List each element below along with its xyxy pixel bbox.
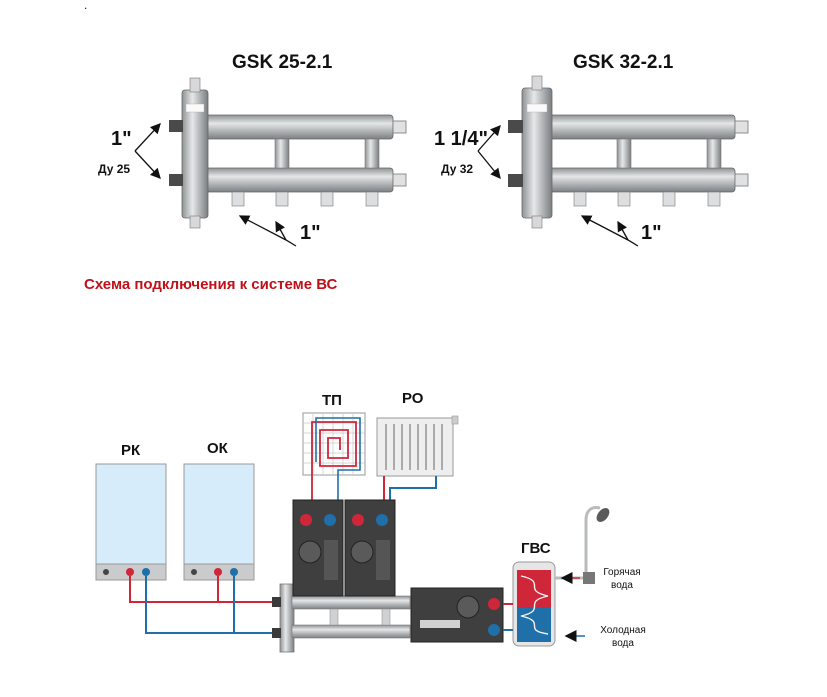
manifold-left-side-size: 1" (111, 128, 132, 150)
label-ok: ОК (207, 440, 228, 457)
manifold-right-title: GSK 32-2.1 (573, 52, 674, 73)
label-tp: ТП (322, 392, 342, 409)
hot-water-label: Горячая вода (603, 567, 641, 591)
label-gvs: ГВС (521, 540, 551, 557)
dot-mark: . (84, 0, 88, 12)
cold-water-label: Холодная вода (600, 625, 646, 649)
manifold-left-bottom-size: 1" (300, 222, 321, 244)
label-rk: РК (121, 442, 141, 459)
manifold-right-side-size: 1 1/4" (434, 128, 488, 150)
manifold-gsk32 (477, 75, 749, 247)
manifold-left-side-dn: Ду 25 (98, 162, 131, 176)
heating-scheme (95, 412, 610, 653)
manifold-right-bottom-size: 1" (641, 222, 662, 244)
manifold-gsk25 (134, 77, 407, 247)
scheme-caption: Схема подключения к системе ВС (84, 276, 338, 293)
label-ro: РО (402, 390, 424, 407)
manifold-left-title: GSK 25-2.1 (232, 52, 333, 73)
manifold-right-side-dn: Ду 32 (441, 162, 474, 176)
